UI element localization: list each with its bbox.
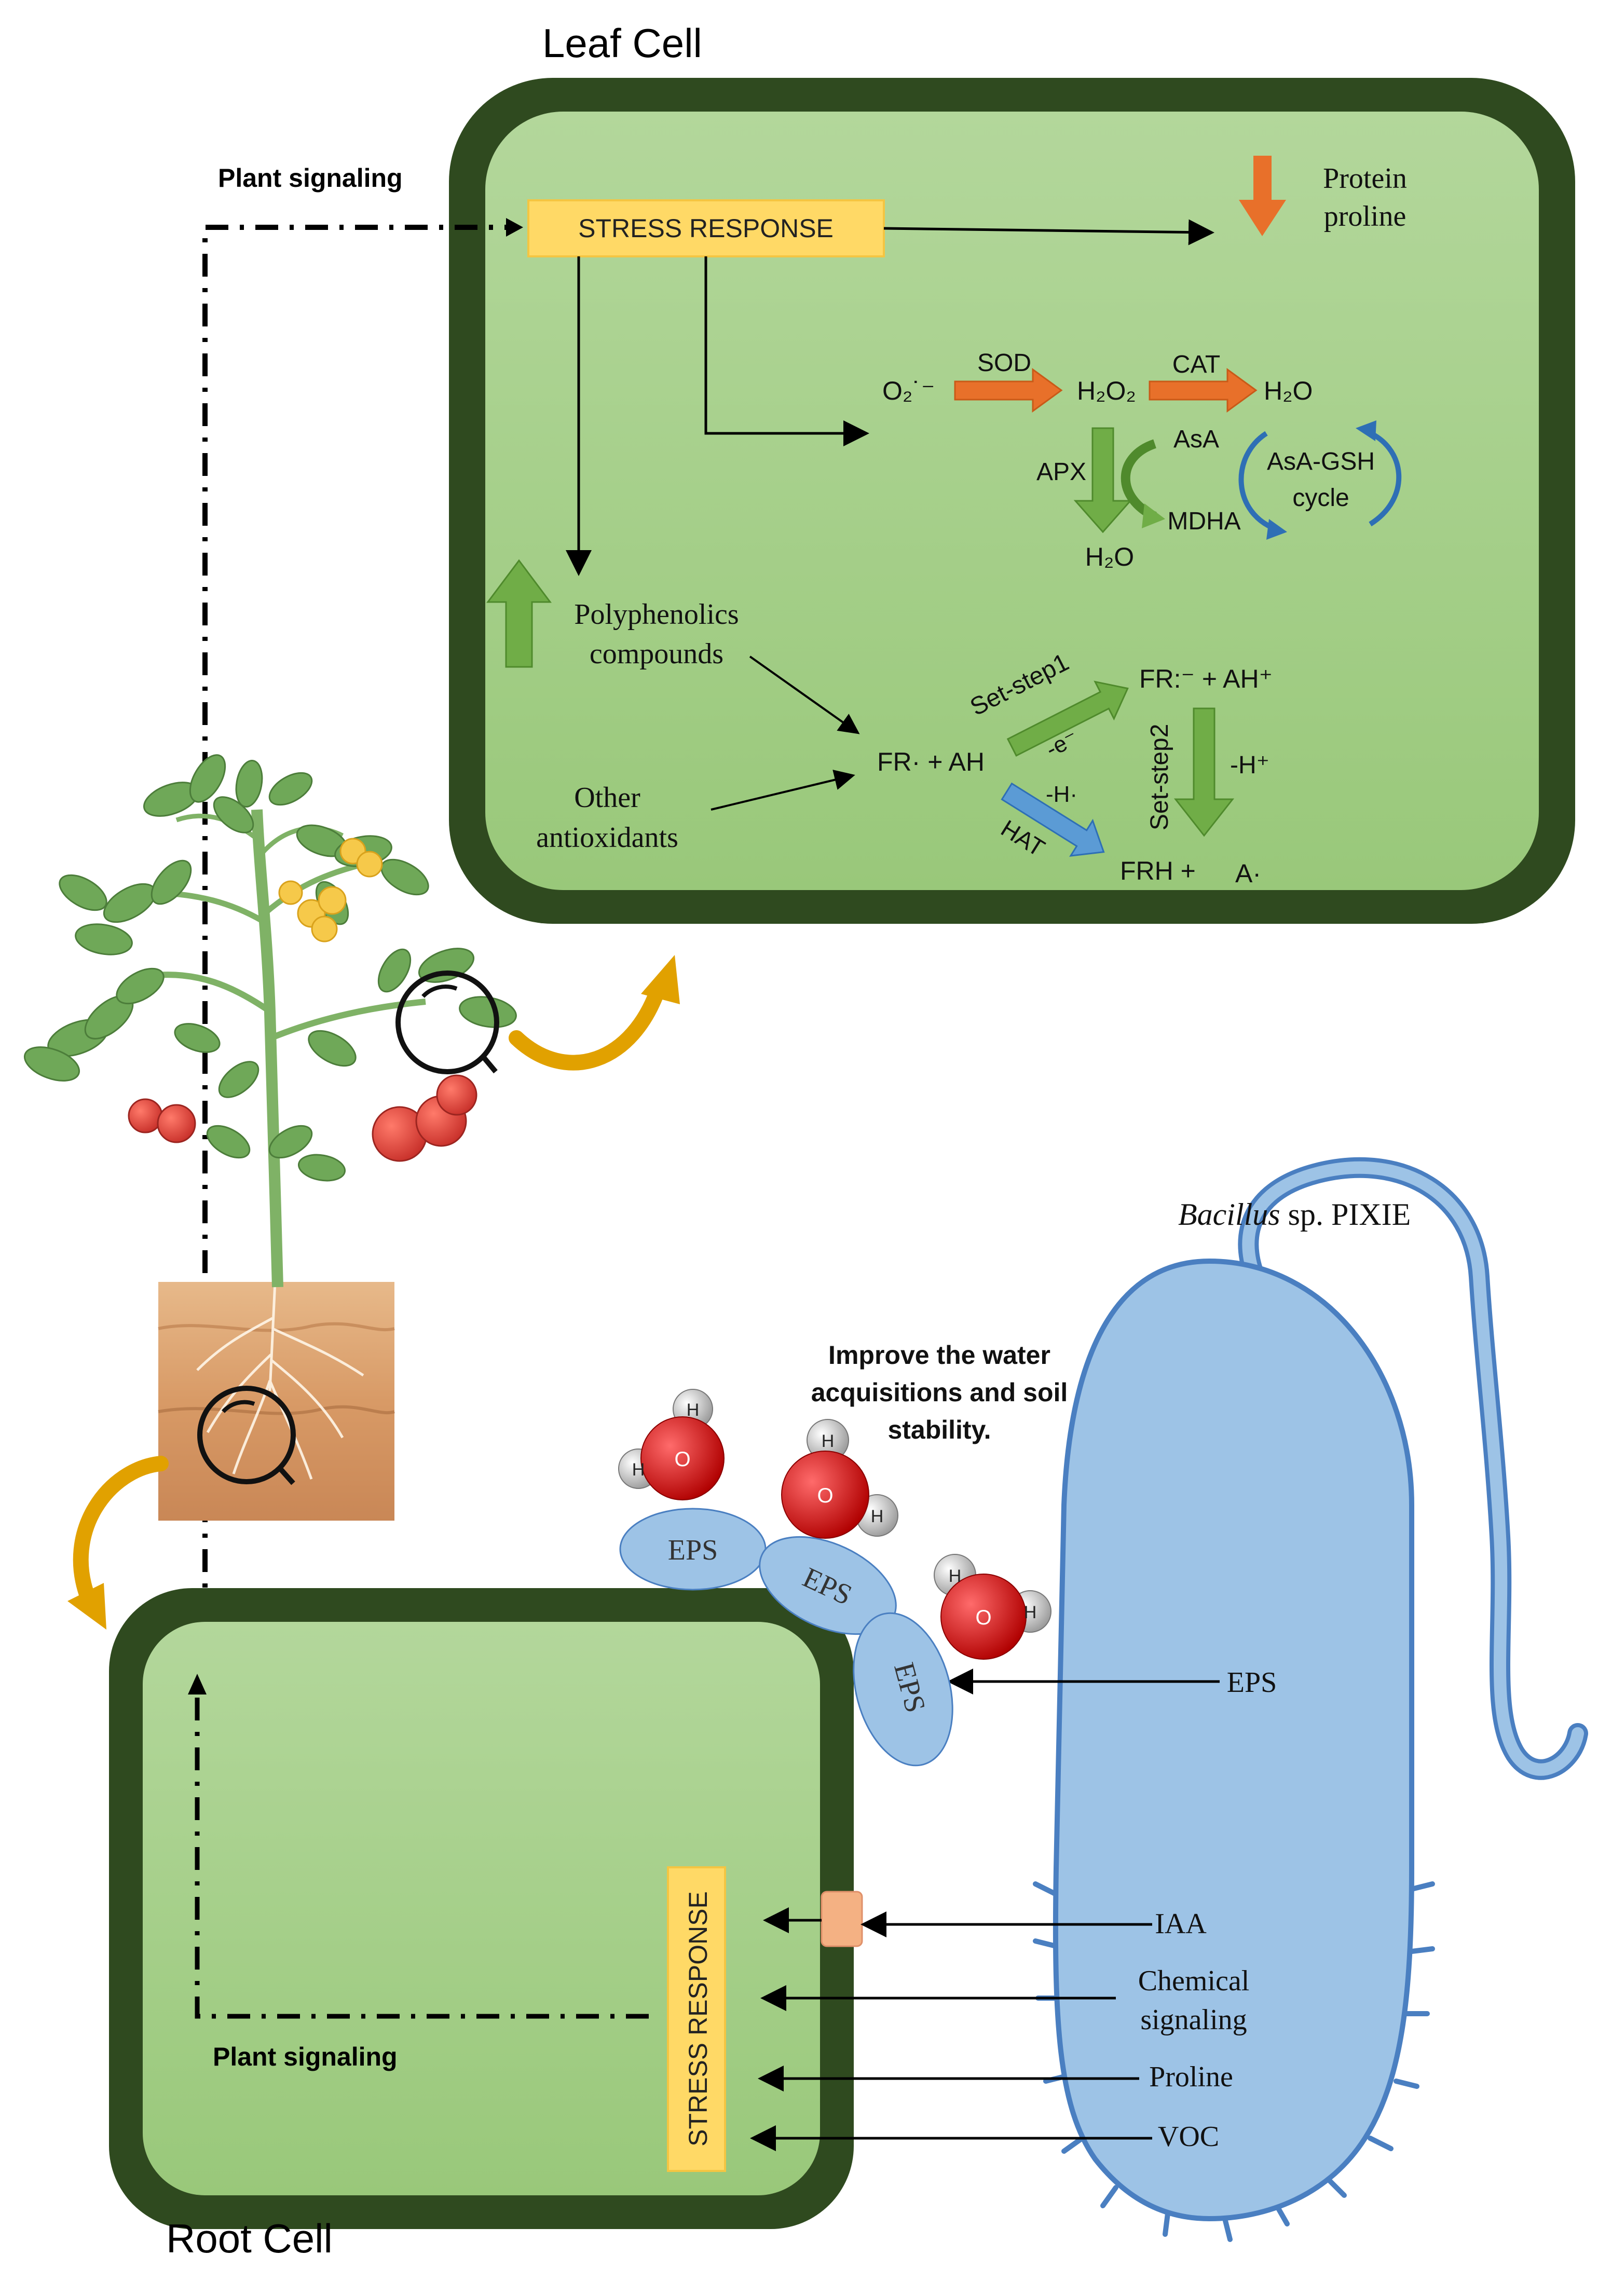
cycle-label-line1: AsA-GSH <box>1267 448 1375 475</box>
h2o2-label: H₂O₂ <box>1077 376 1136 405</box>
asa-to-mdha-curve <box>1121 439 1157 521</box>
minus-h-plus-label: -H⁺ <box>1230 751 1269 779</box>
svg-text:H: H <box>871 1507 884 1526</box>
h2o-bottom-label: H₂O <box>1085 542 1134 571</box>
hat-arrow <box>1001 782 1105 857</box>
bacterium-pili <box>1033 1881 1435 2242</box>
other-antioxidants-line1: Other <box>574 782 640 814</box>
root-stress-response-box <box>667 1866 726 2172</box>
set-step2-label: Set-step2 <box>1146 724 1173 830</box>
protein-down-arrow <box>1239 156 1286 236</box>
plant-signaling-line-top <box>202 225 514 1622</box>
fr-radical-label: FR:⁻ + AH⁺ <box>1139 664 1273 693</box>
arrow-to-superoxide <box>704 256 869 446</box>
eps-blob-3 <box>853 1612 953 1767</box>
root-cell <box>109 1588 854 2229</box>
svg-text:O: O <box>975 1606 991 1629</box>
fr-ah-label: FR· + AH <box>877 747 985 776</box>
polyphenolics-to-fr-arrow <box>749 655 860 734</box>
proline-label: proline <box>1324 200 1406 233</box>
root-magnifier-icon <box>197 1386 296 1485</box>
leaf-stress-response-box <box>527 199 885 257</box>
protein-label: Protein <box>1323 162 1407 195</box>
plant-signaling-arrowhead-top <box>506 218 523 237</box>
sod-arrow <box>954 368 1063 413</box>
cat-arrow <box>1149 368 1258 413</box>
tomato-plant-illustration <box>23 754 517 1521</box>
plant-signaling-arrowhead-bottom <box>188 1674 207 1694</box>
set-step1-arrow <box>1006 680 1129 757</box>
root-plant-signaling-label: Plant signaling <box>213 2042 398 2071</box>
superoxide-label: O₂˙⁻ <box>882 376 935 405</box>
bacterium-name: Bacillus sp. PIXIE <box>1178 1197 1411 1232</box>
leaf-cell-interior <box>485 112 1539 890</box>
leaf-stress-response-label: STRESS RESPONSE <box>578 214 834 243</box>
water-caption-line1: Improve the water <box>828 1341 1050 1370</box>
root-zoom-arrowhead <box>67 1583 106 1630</box>
bacterium-body <box>1053 1258 1414 2222</box>
iaa-label: IAA <box>1155 1908 1207 1940</box>
plant-signaling-line-bottom <box>195 1694 649 2019</box>
water-molecule-2: H H O <box>781 1419 898 1539</box>
polyphenolics-label-line1: Polyphenolics <box>574 598 739 631</box>
root-cell-title: Root Cell <box>166 2216 333 2261</box>
iaa-receptor <box>821 1891 863 1947</box>
other-to-fr-arrow <box>711 770 855 811</box>
mdha-label: MDHA <box>1167 508 1240 535</box>
eps-secretion-label: EPS <box>1227 1666 1277 1699</box>
cycle-arrowhead-left <box>1266 519 1287 540</box>
frh-label: FRH + <box>1120 856 1196 885</box>
water-molecule-1: H H O <box>618 1389 725 1500</box>
arrow-to-protein <box>883 219 1214 245</box>
cycle-arc-left <box>1238 431 1278 532</box>
leaf-zoom-arrowhead <box>641 955 680 1004</box>
flowers <box>278 838 383 942</box>
cat-label: CAT <box>1172 351 1220 378</box>
root-zoom-arrow <box>73 1456 169 1606</box>
proline-secretion-label: Proline <box>1149 2061 1233 2093</box>
root-stress-response-label: STRESS RESPONSE <box>684 1891 713 2147</box>
leaf-cell <box>449 78 1575 924</box>
cycle-label-line2: cycle <box>1292 484 1349 512</box>
a-dot-label: A· <box>1235 859 1261 888</box>
bacterium <box>1033 1157 1588 2242</box>
svg-text:H: H <box>949 1566 962 1586</box>
water-caption-line3: stability. <box>887 1415 991 1444</box>
svg-text:H: H <box>632 1460 645 1480</box>
other-antioxidants-line2: antioxidants <box>536 822 678 854</box>
polyphenolics-label-line2: compounds <box>590 638 723 670</box>
svg-text:H: H <box>1024 1603 1037 1622</box>
sod-label: SOD <box>977 349 1031 377</box>
voc-label: VOC <box>1158 2121 1219 2153</box>
asa-label: AsA <box>1173 426 1219 453</box>
cycle-arc-right <box>1364 428 1402 527</box>
leaf-cell-title: Leaf Cell <box>542 20 702 66</box>
water-molecule-3: H H O <box>934 1554 1051 1660</box>
svg-text:H: H <box>687 1400 700 1420</box>
apx-down-arrow <box>1073 427 1132 534</box>
root-cell-interior <box>143 1622 820 2195</box>
minus-h-dot-label: -H· <box>1046 782 1077 807</box>
eps-blob-1-label: EPS <box>668 1534 718 1566</box>
water-caption-line2: acquisitions and soil <box>811 1378 1068 1407</box>
leaves <box>23 754 517 1182</box>
polyphenolics-up-arrow <box>486 559 552 668</box>
leaf-zoom-arrow <box>509 978 667 1071</box>
apx-label: APX <box>1036 458 1086 486</box>
svg-text:O: O <box>674 1448 690 1471</box>
chemical-signaling-line1: Chemical <box>1138 1965 1250 1997</box>
h2o-top-label: H₂O <box>1264 376 1313 405</box>
asa-to-mdha-arrowhead <box>1142 503 1165 528</box>
cycle-arrowhead-right <box>1356 420 1376 441</box>
tomatoes <box>128 1074 477 1162</box>
leaf-magnifier-icon <box>395 971 499 1074</box>
stem <box>251 809 283 1288</box>
svg-text:O: O <box>817 1484 833 1507</box>
set-step2-down-arrow <box>1173 707 1235 837</box>
svg-text:H: H <box>822 1431 835 1451</box>
chemical-signaling-line2: signaling <box>1140 2004 1247 2036</box>
leaf-plant-signaling-label: Plant signaling <box>218 163 403 193</box>
